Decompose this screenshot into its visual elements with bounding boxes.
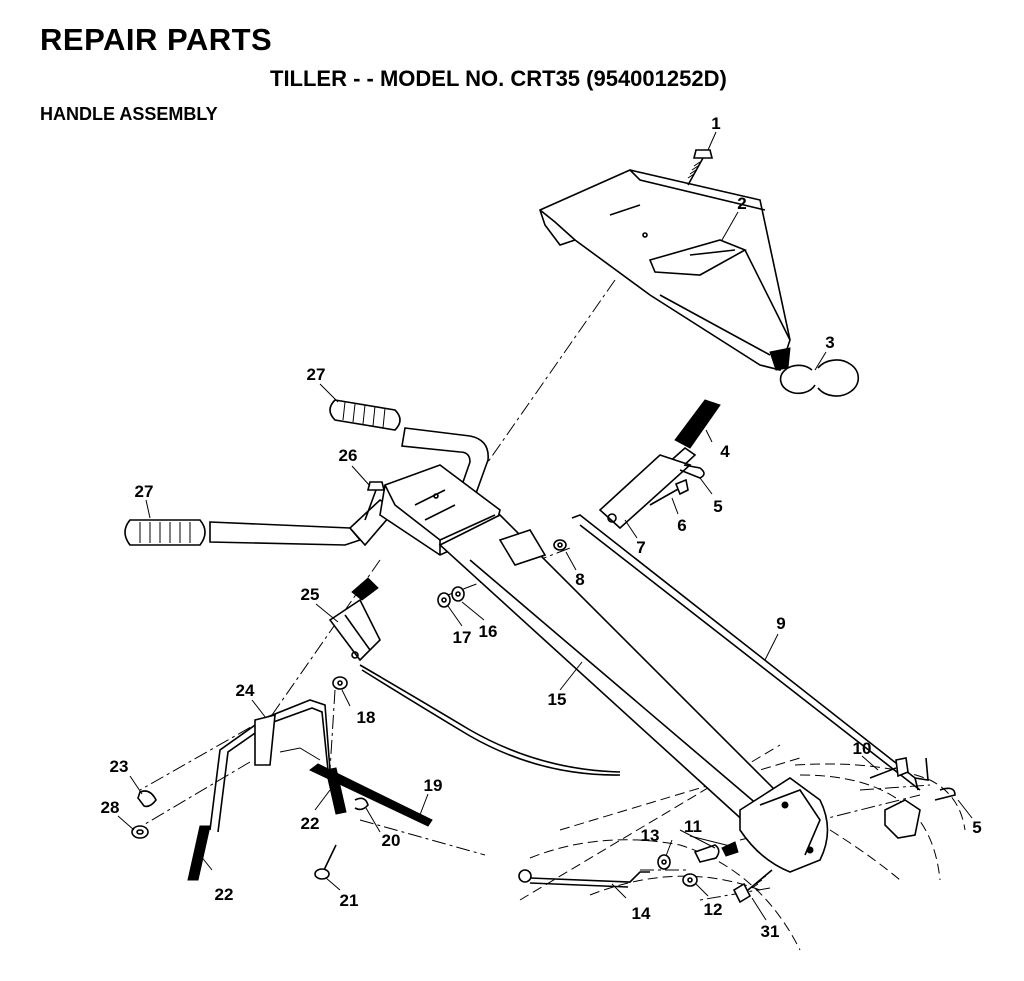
- spacer-8: [553, 539, 567, 551]
- grip-27-lower: [124, 519, 206, 546]
- lever-bracket-7: [598, 454, 692, 530]
- callout-8: 8: [575, 570, 584, 589]
- callout-18: 18: [357, 708, 376, 727]
- callout-labels: 1 2 3 4 5 6 7 8 9 10 11 12 13 14 15 16 1…: [101, 114, 982, 941]
- model-subtitle: TILLER - - MODEL NO. CRT35 (954001252D): [270, 66, 727, 91]
- callout-19: 19: [424, 776, 443, 795]
- screw-21: [314, 844, 337, 880]
- callout-13: 13: [641, 826, 660, 845]
- callout-23: 23: [110, 757, 129, 776]
- washer-16: [451, 586, 465, 602]
- callout-11: 11: [684, 817, 702, 836]
- clutch-lever-25: [328, 577, 381, 662]
- callout-2: 2: [737, 194, 746, 213]
- clutch-cable-inner: [361, 669, 621, 776]
- lower-mount-plate: [739, 777, 829, 873]
- nut-18: [332, 676, 348, 690]
- callout-16: 16: [479, 622, 498, 641]
- callout-27-upper: 27: [307, 365, 326, 384]
- nut-28: [131, 825, 149, 839]
- clip-23: [137, 790, 157, 808]
- bolt-6: [649, 478, 689, 506]
- clutch-cable: [359, 664, 621, 773]
- console-shield: [539, 169, 791, 371]
- callout-25: 25: [301, 585, 320, 604]
- callout-14: 14: [632, 904, 651, 923]
- section-heading: HANDLE ASSEMBLY: [40, 104, 218, 124]
- washer-13: [657, 854, 671, 870]
- leader-lines: [117, 131, 973, 921]
- callout-27-lower: 27: [135, 482, 154, 501]
- callout-28: 28: [101, 798, 120, 817]
- screw-1: [687, 149, 714, 186]
- page-title: REPAIR PARTS: [40, 22, 273, 57]
- handle-tube-15: [438, 514, 802, 847]
- callout-12: 12: [704, 900, 723, 919]
- bail-24: [209, 699, 331, 833]
- callout-22-left: 22: [215, 885, 234, 904]
- nut-12: [682, 873, 698, 887]
- callout-5-lower: 5: [972, 818, 981, 837]
- shift-bracket: [884, 787, 956, 839]
- callout-4: 4: [720, 442, 730, 461]
- callout-7: 7: [636, 538, 645, 557]
- callout-1: 1: [711, 114, 720, 133]
- bolt-10: [869, 757, 909, 779]
- shift-rod-9: [571, 514, 929, 791]
- nut-17: [437, 592, 451, 608]
- callout-5-upper: 5: [713, 497, 722, 516]
- snap-ring-3: [779, 359, 860, 397]
- rod-19: [309, 763, 433, 827]
- callout-15: 15: [548, 690, 567, 709]
- callout-6: 6: [677, 516, 686, 535]
- bolt-31: [732, 869, 773, 904]
- callout-3: 3: [825, 333, 834, 352]
- callout-21: 21: [340, 891, 359, 910]
- knob-11: [693, 841, 739, 863]
- callout-10: 10: [853, 739, 872, 758]
- lever-14: [518, 869, 650, 888]
- screw-26: [364, 481, 386, 521]
- grip-27-upper: [329, 399, 401, 431]
- grip-22-left: [187, 825, 211, 881]
- callout-24: 24: [236, 681, 255, 700]
- callout-9: 9: [776, 614, 785, 633]
- callout-20: 20: [382, 831, 401, 850]
- callout-22-right: 22: [301, 814, 320, 833]
- clip-20: [354, 797, 369, 811]
- callout-31: 31: [761, 922, 780, 941]
- callout-17: 17: [453, 628, 472, 647]
- callout-26: 26: [339, 446, 358, 465]
